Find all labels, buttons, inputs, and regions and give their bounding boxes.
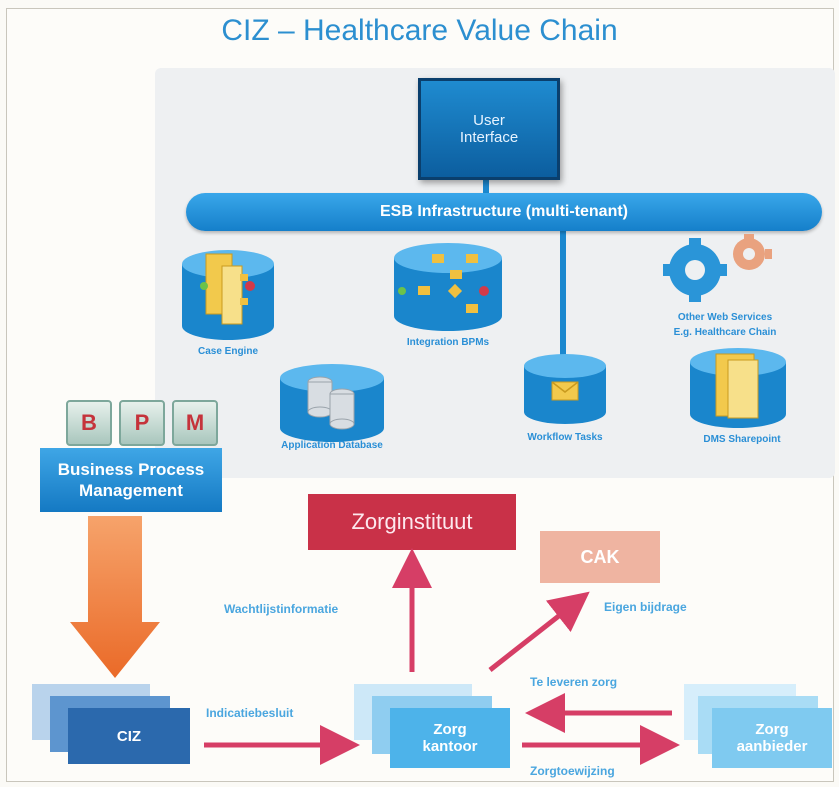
zorgkantoor-stack-layer bbox=[390, 708, 510, 768]
cak-box: CAK bbox=[540, 531, 660, 583]
zorginstituut-box: Zorginstituut bbox=[308, 494, 516, 550]
ciz-stack-layer bbox=[68, 708, 190, 764]
other-web-services-label: Other Web Services E.g. Healthcare Chain bbox=[673, 312, 777, 338]
zorgaanbieder-stack: Zorg aanbieder bbox=[684, 684, 832, 770]
dms-sharepoint-label: DMS Sharepoint bbox=[703, 434, 781, 445]
ui-esb-connector bbox=[483, 172, 489, 196]
integration-bpms-label: Integration BPMs bbox=[406, 337, 490, 348]
application-database-cylinder bbox=[280, 364, 384, 442]
web-services-gears-icon bbox=[663, 234, 772, 302]
zorgtoewijzing-label: Zorgtoewijzing bbox=[530, 764, 615, 778]
zorgaanbieder-stack-layer bbox=[712, 708, 832, 768]
ciz-label: CIZ bbox=[116, 727, 142, 745]
esb-workflow-connector bbox=[560, 229, 566, 359]
eigen-bijdrage-label: Eigen bijdrage bbox=[604, 600, 687, 614]
bpm-letter-m: M bbox=[172, 400, 218, 446]
te-leveren-zorg-label: Te leveren zorg bbox=[530, 675, 618, 689]
esb-infrastructure-bar: ESB Infrastructure (multi-tenant) bbox=[186, 193, 822, 231]
slide-title: CIZ – Healthcare Value Chain bbox=[221, 14, 618, 47]
workflow-tasks-label: Workflow Tasks bbox=[527, 432, 603, 443]
workflow-tasks-cylinder bbox=[524, 354, 606, 424]
wachtlijstinformatie-label: Wachtlijstinformatie bbox=[224, 602, 339, 616]
bpm-letter-b: B bbox=[66, 400, 112, 446]
case-engine-label: Case Engine bbox=[197, 346, 259, 357]
arrow-to-cak bbox=[488, 591, 590, 672]
ciz-stack: CIZ bbox=[32, 684, 192, 766]
case-engine-cylinder bbox=[182, 250, 274, 340]
application-database-label: Application Database bbox=[281, 440, 383, 451]
zorgkantoor-label: Zorg kantoor bbox=[422, 721, 478, 755]
business-process-management-box: Business Process Management bbox=[40, 448, 222, 512]
indicatiebesluit-label: Indicatiebesluit bbox=[206, 706, 294, 720]
bpm-letter-p: P bbox=[119, 400, 165, 446]
integration-bpms-cylinder bbox=[394, 243, 502, 331]
zorgkantoor-stack: Zorg kantoor bbox=[354, 684, 514, 770]
dms-sharepoint-cylinder bbox=[690, 348, 786, 428]
zorgaanbieder-label: Zorg aanbieder bbox=[736, 721, 808, 755]
user-interface-box: User Interface bbox=[418, 78, 560, 180]
